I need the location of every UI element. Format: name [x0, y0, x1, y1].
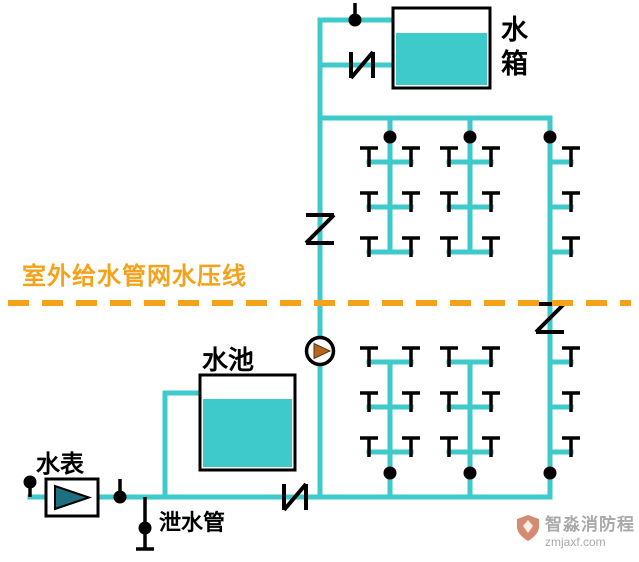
faucet-icon [550, 438, 580, 457]
faucet-icon [360, 393, 390, 412]
faucet-icon [360, 238, 390, 257]
faucet-icon [470, 148, 500, 167]
faucet-icon [470, 348, 500, 367]
watermark: 智淼消防程 zmjaxf.com [516, 514, 635, 550]
drain-pipe-symbol [136, 497, 154, 551]
faucet-icon [550, 148, 580, 167]
faucet-icon [390, 393, 420, 412]
check-valve-icon [349, 50, 375, 80]
faucet-icon [360, 438, 390, 457]
faucet-icon [470, 393, 500, 412]
water-tank [391, 6, 492, 90]
faucet-icon [550, 193, 580, 212]
water-pool-label: 水池 [202, 345, 255, 375]
faucet-icon [390, 438, 420, 457]
faucet-icon [390, 348, 420, 367]
shutoff-valve-icon [543, 466, 557, 480]
faucet-icon [470, 238, 500, 257]
faucet-icon [470, 193, 500, 212]
faucet-icon [470, 438, 500, 457]
faucet-icon [360, 193, 390, 212]
shield-icon [517, 515, 539, 541]
shutoff-valve-icon [348, 3, 362, 27]
watermark-brand: 智淼消防程 [545, 515, 635, 534]
water-meter-label: 水表 [36, 451, 84, 478]
shutoff-valve-icon [113, 479, 127, 504]
faucet-icon [440, 393, 470, 412]
faucet-icon [440, 238, 470, 257]
faucet-icon [550, 238, 580, 257]
check-valve-icon [304, 213, 336, 245]
tank-water [396, 33, 487, 85]
check-valve-icon [282, 482, 308, 512]
shutoff-valve-icon [463, 466, 477, 480]
faucet-icon [360, 348, 390, 367]
shutoff-valve-icon [23, 475, 37, 497]
drain-pipe-label: 泄水管 [159, 510, 226, 535]
faucet-icon [550, 348, 580, 367]
faucet-icon [440, 438, 470, 457]
faucet-icon [550, 393, 580, 412]
shutoff-valve-icon [383, 466, 397, 480]
faucet-icon [360, 148, 390, 167]
pool-fill-pipe [162, 390, 203, 500]
water-tank-label: 水箱 [501, 15, 528, 79]
shutoff-valve-icon [543, 130, 557, 144]
faucet-icon [440, 148, 470, 167]
faucet-icon [390, 148, 420, 167]
shutoff-valve-icon [463, 130, 477, 144]
shutoff-valve-icon [383, 130, 397, 144]
faucet-icon [390, 238, 420, 257]
watermark-site: zmjaxf.com [545, 535, 606, 550]
faucet-icon [440, 348, 470, 367]
faucet-icon [390, 193, 420, 212]
shutoff-valve-icon [138, 521, 152, 535]
water-meter-symbol [44, 477, 100, 518]
pressure-line-label: 室外给水管网水压线 [22, 263, 247, 290]
water-pool [198, 373, 297, 472]
pool-water [203, 399, 292, 467]
pump-icon [304, 335, 336, 367]
faucet-icon [440, 193, 470, 212]
